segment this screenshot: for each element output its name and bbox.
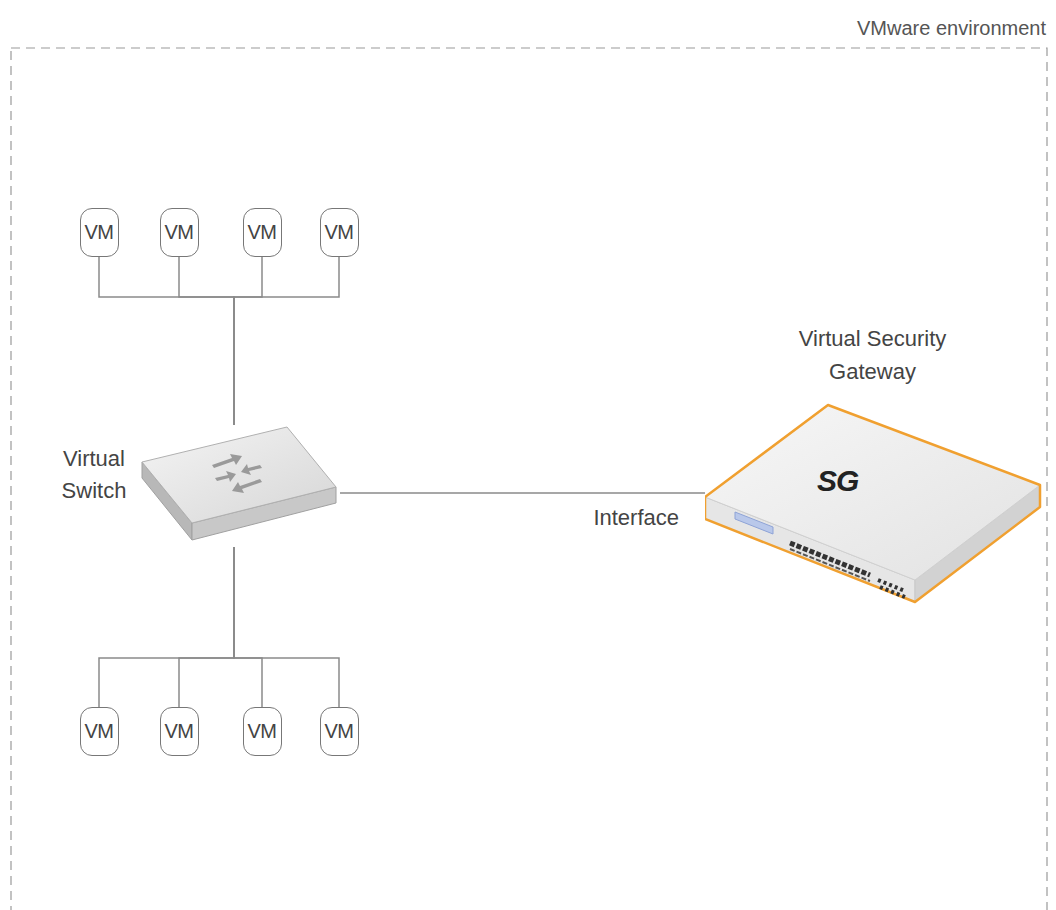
vm-label: VM	[248, 720, 277, 743]
interface-label: Interface	[591, 505, 681, 531]
virtual-machine-box: VM	[160, 707, 199, 756]
connector-line	[179, 547, 234, 707]
virtual-machine-box: VM	[160, 208, 199, 257]
connector-line	[234, 547, 262, 707]
virtual-machine-box: VM	[320, 208, 359, 257]
environment-region: VMware environmentVMVMVMVMVirtual Switch…	[10, 47, 1048, 910]
gateway-title: Virtual Security Gateway	[760, 322, 985, 388]
vm-label: VM	[325, 720, 354, 743]
connector-line	[179, 257, 234, 425]
virtual-machine-box: VM	[80, 208, 119, 257]
connector-line	[234, 257, 262, 425]
vm-label: VM	[165, 720, 194, 743]
vm-label: VM	[85, 720, 114, 743]
security-gateway: Virtual Security GatewaySG	[705, 318, 1047, 618]
connector-line	[99, 257, 234, 425]
virtual-machine-box: VM	[243, 707, 282, 756]
virtual-machine-box: VM	[80, 707, 119, 756]
region-heading: VMware environment	[857, 17, 1046, 40]
connector-line	[340, 492, 705, 494]
device-badge: SG	[817, 464, 858, 498]
vm-label: VM	[248, 221, 277, 244]
virtual-machine-box: VM	[243, 208, 282, 257]
vm-label: VM	[85, 221, 114, 244]
virtual-machine-box: VM	[320, 707, 359, 756]
connector-line	[234, 257, 339, 425]
connector-line	[234, 547, 339, 707]
switch-label: Virtual Switch	[48, 443, 140, 507]
connector-line	[99, 547, 234, 707]
vm-label: VM	[325, 221, 354, 244]
vm-label: VM	[165, 221, 194, 244]
virtual-switch: Virtual Switch	[48, 425, 340, 547]
